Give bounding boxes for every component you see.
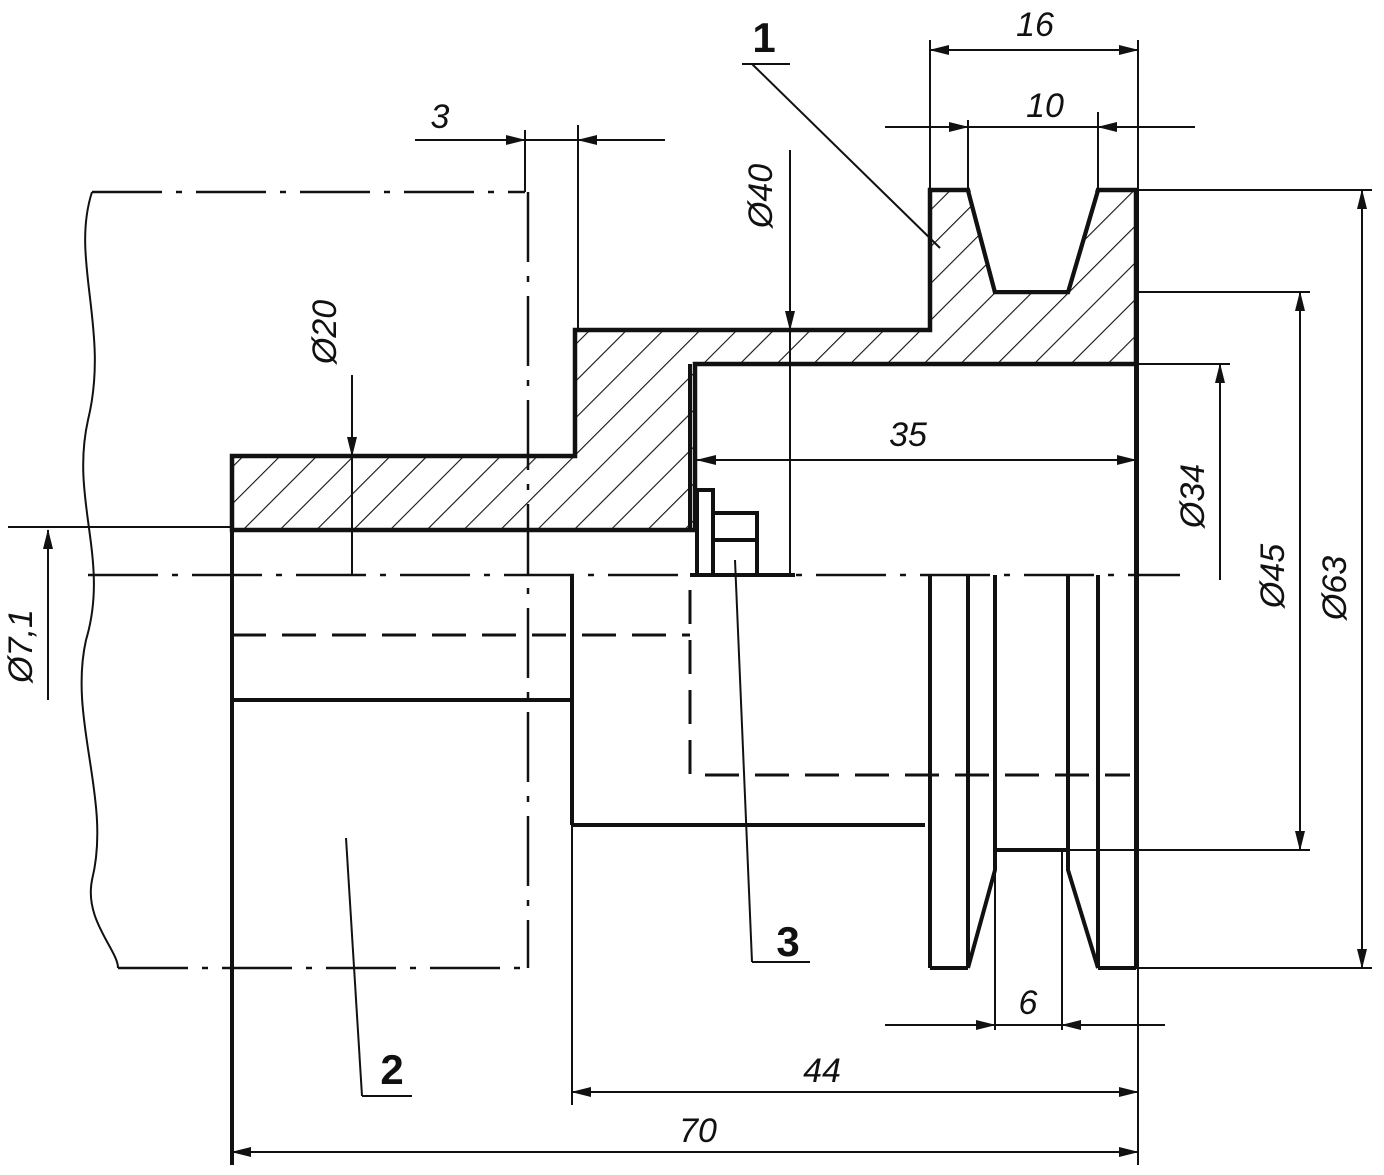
leader-label-1: 1 (752, 14, 775, 61)
dim-70: 70 (679, 1112, 717, 1150)
dim-3: 3 (431, 98, 450, 136)
motor-shaft (230, 530, 690, 1165)
dim-dia20: Ø20 (306, 300, 344, 365)
pulley-lower (928, 364, 1138, 970)
dim-44: 44 (803, 1052, 841, 1090)
dim-6: 6 (1019, 984, 1038, 1022)
leader-lines (345, 63, 941, 1097)
bore-hidden-line (688, 590, 1130, 777)
dim-dia63: Ø63 (1316, 556, 1354, 621)
leader-label-3: 3 (776, 918, 799, 965)
extension-lines (231, 40, 1372, 1165)
dimension-arrows (43, 45, 1367, 1157)
groove-profile (966, 189, 1100, 294)
dim-dia34: Ø34 (1174, 464, 1212, 529)
motor-outline (80, 190, 530, 970)
dim-35: 35 (889, 416, 927, 454)
adapter-lower (570, 575, 1130, 827)
set-screw (690, 488, 795, 577)
dim-10: 10 (1026, 87, 1064, 125)
leader-label-2: 2 (380, 1046, 403, 1093)
dim-16: 16 (1016, 6, 1054, 44)
dim-dia40: Ø40 (742, 164, 780, 229)
dim-dia7-1: Ø7,1 (2, 609, 40, 684)
dim-dia45: Ø45 (1254, 544, 1292, 609)
